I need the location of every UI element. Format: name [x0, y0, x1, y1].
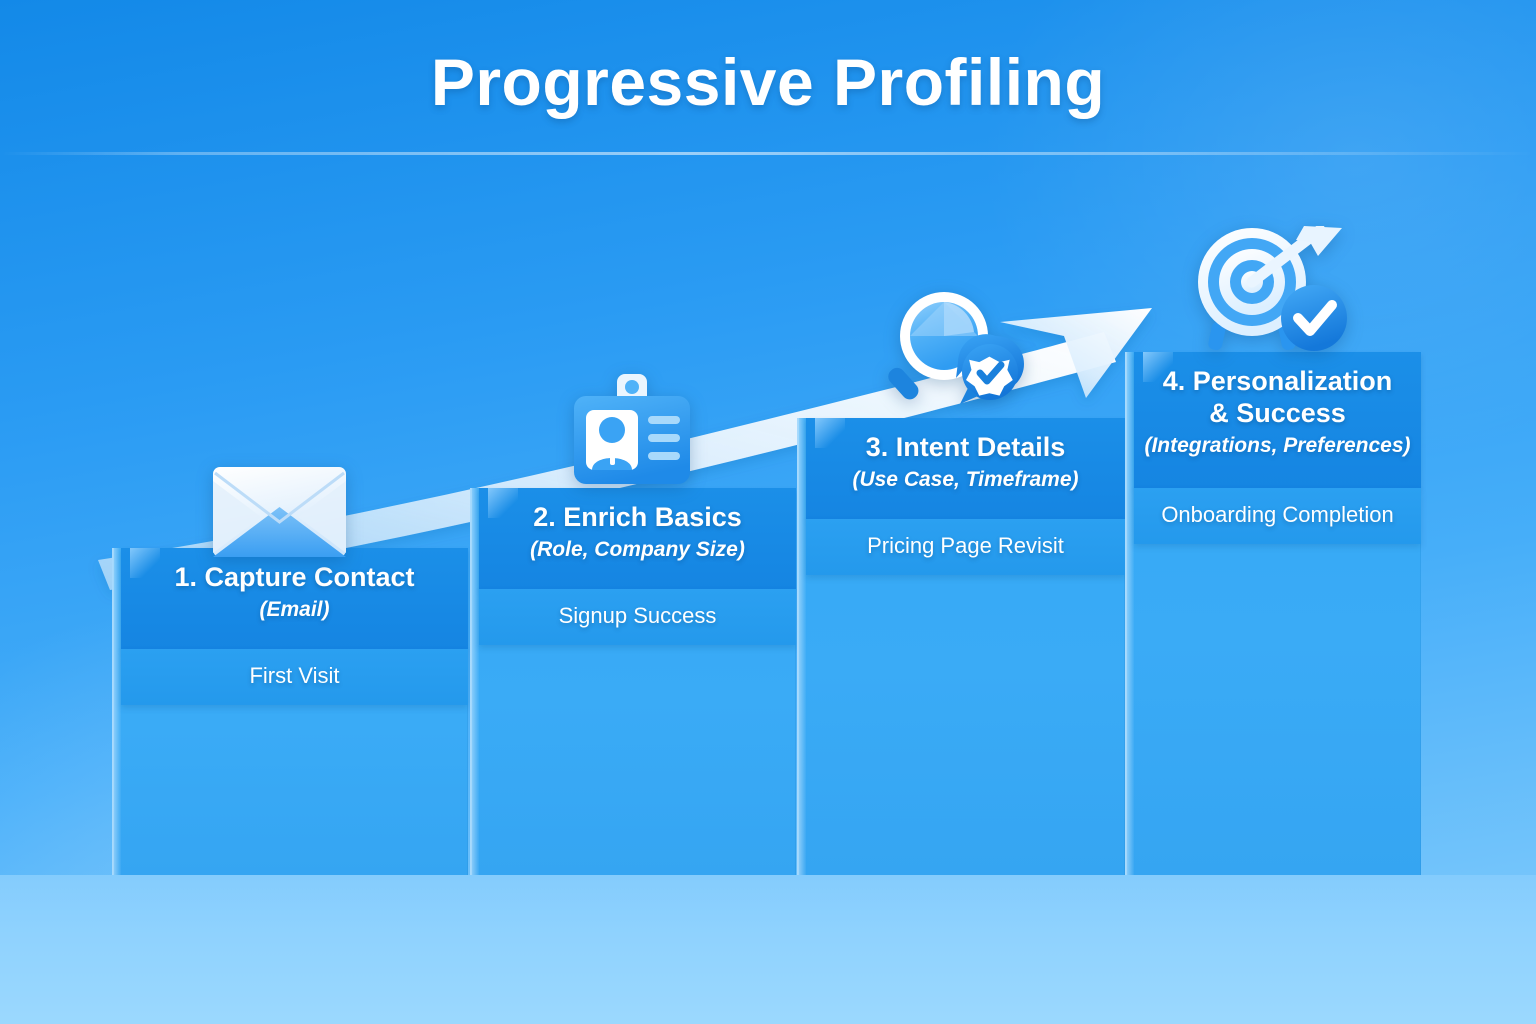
step-4-header-panel: 4. Personalization & Success (Integratio… — [1134, 352, 1421, 488]
bar-left-highlight-3 — [797, 418, 806, 875]
step-bar-2[interactable]: 2. Enrich Basics (Role, Company Size) Si… — [470, 488, 796, 875]
step-4-trigger-panel: Onboarding Completion — [1134, 488, 1421, 544]
step-1-subtitle: (Email) — [259, 597, 330, 621]
step-2-title: 2. Enrich Basics — [533, 502, 742, 532]
step-bar-3[interactable]: 3. Intent Details (Use Case, Timeframe) … — [797, 418, 1125, 875]
step-2-trigger-label: Signup Success — [558, 603, 717, 628]
step-3-trigger-panel: Pricing Page Revisit — [806, 519, 1125, 575]
bevel-2 — [488, 488, 518, 518]
bar-left-highlight-2 — [470, 488, 479, 875]
step-1-header-panel: 1. Capture Contact (Email) — [121, 548, 468, 649]
step-1-trigger-panel: First Visit — [121, 649, 468, 705]
bevel-1 — [130, 548, 160, 578]
title-divider — [0, 152, 1536, 155]
step-1-trigger-label: First Visit — [249, 663, 340, 688]
step-2-subtitle: (Role, Company Size) — [530, 537, 745, 561]
step-3-title: 3. Intent Details — [865, 432, 1066, 462]
step-4-subtitle: (Integrations, Preferences) — [1144, 433, 1411, 457]
bevel-3 — [815, 418, 845, 448]
magnifier-verified-icon — [888, 292, 1024, 404]
step-1-title: 1. Capture Contact — [174, 562, 415, 592]
step-bar-4[interactable]: 4. Personalization & Success (Integratio… — [1125, 352, 1421, 875]
envelope-icon — [213, 467, 346, 557]
step-3-subtitle: (Use Case, Timeframe) — [852, 467, 1079, 491]
target-check-icon — [1198, 226, 1347, 351]
bevel-4 — [1143, 352, 1173, 382]
step-4-trigger-label: Onboarding Completion — [1161, 502, 1394, 527]
step-2-trigger-panel: Signup Success — [479, 589, 796, 645]
step-bar-1[interactable]: 1. Capture Contact (Email) First Visit — [112, 548, 468, 875]
bar-left-highlight-4 — [1125, 352, 1134, 875]
step-4-title: 4. Personalization & Success — [1162, 366, 1393, 428]
bar-left-highlight-1 — [112, 548, 121, 875]
page-title-container: Progressive Profiling — [0, 46, 1536, 119]
baseline-floor — [0, 875, 1536, 1024]
step-3-header-panel: 3. Intent Details (Use Case, Timeframe) — [806, 418, 1125, 519]
id-badge-icon — [574, 374, 690, 484]
step-3-trigger-label: Pricing Page Revisit — [867, 533, 1064, 558]
page-title: Progressive Profiling — [430, 45, 1106, 119]
step-2-header-panel: 2. Enrich Basics (Role, Company Size) — [479, 488, 796, 589]
